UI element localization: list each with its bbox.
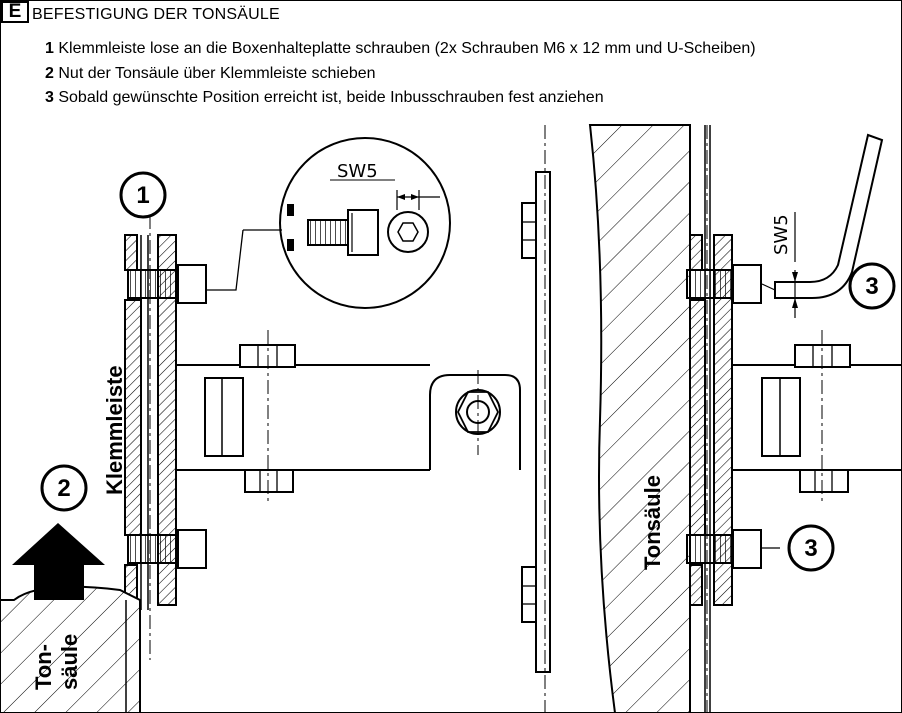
sw5-detail-label: SW5 xyxy=(337,161,378,182)
left-clamp-assembly xyxy=(124,171,551,673)
section-letter: E xyxy=(1,1,29,23)
assembly-drawing: SW5 1 2 Klemmleiste Ton- säule xyxy=(0,124,902,713)
push-up-arrow xyxy=(12,523,105,600)
detail-view xyxy=(205,137,451,309)
step-1: 1 Klemmleiste lose an die Boxenhalteplat… xyxy=(45,40,756,58)
ton-label: Ton- xyxy=(31,644,56,690)
sw5-key-label: SW5 xyxy=(771,214,792,255)
right-clamp-assembly xyxy=(686,125,902,713)
right-tonsaeule-section xyxy=(588,124,691,713)
klemmleiste-label: Klemmleiste xyxy=(102,365,127,495)
boxenhalteplatte xyxy=(157,234,177,606)
callout-1: 1 xyxy=(119,171,167,219)
tonsaeule-label: Tonsäule xyxy=(640,475,665,570)
upper-screw-head xyxy=(177,264,207,304)
saeule-label: säule xyxy=(57,634,82,690)
klemmleiste-strip xyxy=(124,299,142,536)
step-3: 3 Sobald gewünschte Position erreicht is… xyxy=(45,89,604,107)
callout-2: 2 xyxy=(40,464,88,512)
step-2-text: Nut der Tonsäule über Klemmleiste schieb… xyxy=(58,65,376,82)
lower-screw-head xyxy=(177,529,207,569)
callout-3-upper-number: 3 xyxy=(865,273,878,300)
callout-3-lower: 3 xyxy=(787,524,835,572)
upper-screw-thread xyxy=(127,269,179,299)
step-2-number: 2 xyxy=(45,65,54,82)
step-3-text: Sobald gewünschte Position erreicht ist,… xyxy=(58,89,604,106)
step-1-number: 1 xyxy=(45,40,54,57)
callout-3-upper: 3 xyxy=(848,262,896,310)
lower-screw-thread xyxy=(127,534,179,564)
callout-2-number: 2 xyxy=(57,475,70,502)
wall-plate xyxy=(535,171,551,673)
step-1-text: Klemmleiste lose an die Boxenhalteplatte… xyxy=(58,40,756,57)
tonsaeule-left-section xyxy=(0,585,141,713)
step-2: 2 Nut der Tonsäule über Klemmleiste schi… xyxy=(45,65,376,83)
section-heading: BEFESTIGUNG DER TONSÄULE xyxy=(32,6,280,23)
step-3-number: 3 xyxy=(45,89,54,106)
callout-1-number: 1 xyxy=(136,182,149,209)
callout-3-lower-number: 3 xyxy=(804,535,817,562)
